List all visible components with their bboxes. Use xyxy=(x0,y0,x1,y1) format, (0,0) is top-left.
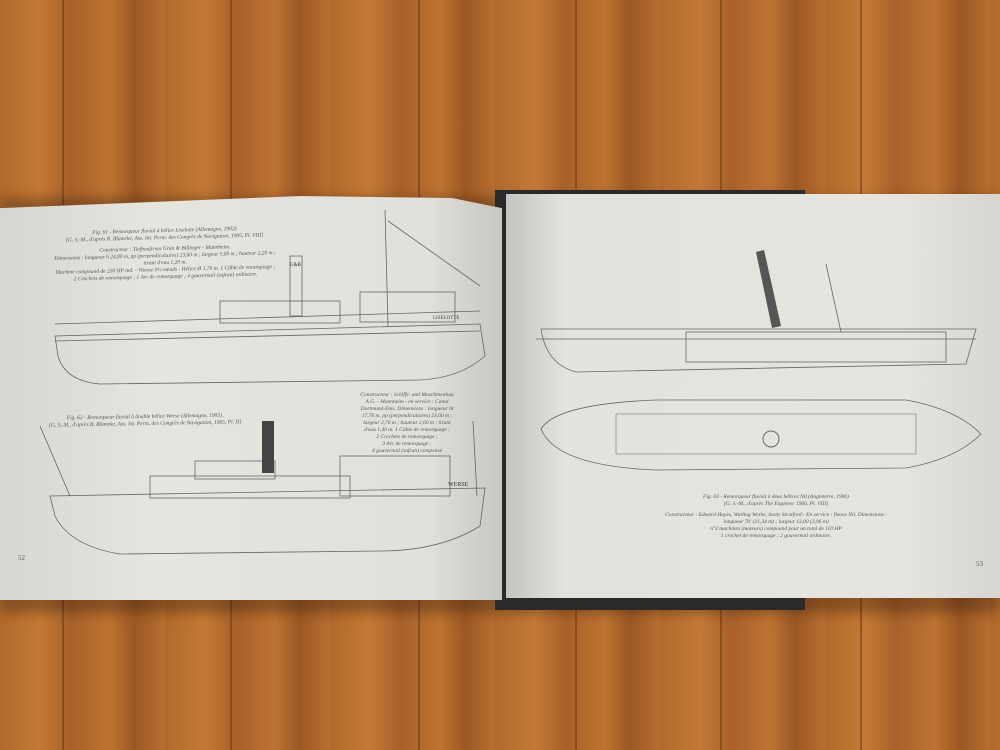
fig62-detail: Dortmund-Ems. Dimensions : longueur ht xyxy=(360,406,454,412)
fig62-detail: Constructeur : Schiffs- und Maschinenbau xyxy=(360,392,454,398)
fig63-plan-drawing xyxy=(540,399,982,471)
fig63-detail: n°2 machines (moteurs) compound pour un … xyxy=(710,526,842,532)
fig63-detail: longueur 70' (21,34 m) ; largeur 13,00 (… xyxy=(723,519,829,525)
fig62-detail: d'eau 1,40 m. 1 Câble de remorquage ; xyxy=(364,427,450,433)
page-number-left: 52 xyxy=(18,554,25,562)
fig62-detail: 4 gouvernail (safran) compensé xyxy=(371,448,443,454)
right-page: Fig. 63 - Remorqueur fluvial à deux héli… xyxy=(506,194,1000,598)
fig62-detail: A.G. - Mannheim - en service : Canal xyxy=(365,399,449,405)
fig63-source: [G. S.-M., d'après The Engineer 1906, Pl… xyxy=(723,501,829,507)
fig63-detail: 1 crochet de remorquage ; 2 gouvernail o… xyxy=(720,533,832,539)
page-number-right: 53 xyxy=(976,560,983,568)
fig63-profile-drawing xyxy=(536,250,977,373)
fig63-caption-block: Fig. 63 - Remorqueur fluvial à deux héli… xyxy=(646,494,906,540)
fig63-caption: Fig. 63 - Remorqueur fluvial à deux héli… xyxy=(703,494,849,500)
fig62-ship-name: WERSE xyxy=(448,482,469,488)
left-page: Fig. 61 - Remorqueur fluvial à hélice Li… xyxy=(0,196,502,600)
fig62-ship-drawing: WERSE xyxy=(40,420,486,555)
fig61-ship-drawing: LISELOTTE G&B xyxy=(54,209,486,385)
fig62-details: Constructeur : Schiffs- und Maschinenbau… xyxy=(352,392,462,455)
fig62-detail: 2 Crochets de remorquage ; xyxy=(376,434,438,440)
fig61-funnel-mark: G&B xyxy=(290,263,302,268)
fig62-detail: 3 Arc de remorquage ; xyxy=(382,441,432,447)
fig62-detail: largeur 3,70 m ; hauteur 2,00 m ; tirant xyxy=(363,420,451,426)
fig62-detail: 17,70 m, pp (perpendiculaires) 23,60 m ; xyxy=(361,413,453,419)
fig63-detail: Constructeur : Edward Hayes, Watling Wor… xyxy=(665,512,887,518)
fig61-ship-name: LISELOTTE xyxy=(433,316,459,321)
